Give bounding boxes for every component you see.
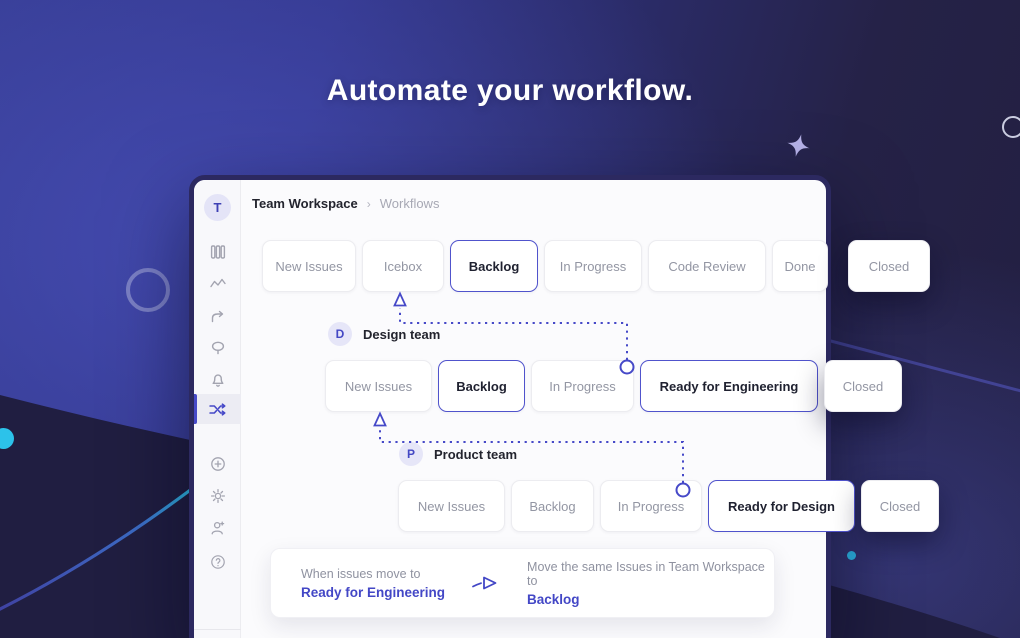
rule-action-prefix: Move the same Issues in Team Workspace t… (527, 559, 765, 588)
state-button-highlighted[interactable]: Ready for Engineering (640, 360, 818, 412)
breadcrumb: Team Workspace › Workflows (252, 196, 439, 211)
rule-trigger-prefix: When issues move to (301, 566, 421, 581)
balloon-icon[interactable] (194, 334, 241, 362)
state-button-floating[interactable]: Closed (861, 480, 939, 532)
decor-ring-edge (1002, 116, 1020, 138)
state-button[interactable]: Icebox (362, 240, 444, 292)
state-button[interactable]: In Progress (600, 480, 702, 532)
kanban-board-icon[interactable] (194, 238, 241, 266)
state-button-highlighted[interactable]: Backlog (438, 360, 525, 412)
sidebar: T (194, 180, 241, 638)
sidebar-active-indicator (194, 394, 197, 424)
decor-cyan-dot-small (847, 551, 856, 560)
automation-rule-bar[interactable]: When issues move to Ready for Engineerin… (270, 548, 775, 618)
sparkle-star-icon (787, 134, 810, 157)
page-title: Automate your workflow. (326, 74, 694, 107)
team-avatar: P (399, 442, 423, 466)
sidebar-divider (194, 629, 241, 630)
state-button-highlighted[interactable]: Backlog (450, 240, 538, 292)
rule-trigger: When issues move to Ready for Engineerin… (301, 567, 445, 600)
state-button[interactable]: Backlog (511, 480, 594, 532)
team-avatar: D (328, 322, 352, 346)
notifications-bell-icon[interactable] (194, 366, 241, 394)
app-window: T (189, 175, 939, 638)
workflow-automation-icon[interactable] (194, 395, 241, 423)
rule-trigger-value: Ready for Engineering (301, 584, 446, 600)
rule-action-value: Backlog (527, 591, 580, 607)
workflow-row-design-team: New Issues Backlog In Progress Ready for… (325, 360, 902, 412)
state-button-floating[interactable]: Closed (848, 240, 930, 292)
state-button[interactable]: In Progress (544, 240, 642, 292)
decor-ring (126, 268, 170, 312)
state-button[interactable]: Done (772, 240, 828, 292)
add-circle-icon[interactable] (194, 450, 241, 478)
breadcrumb-current[interactable]: Workflows (379, 196, 440, 211)
settings-gear-icon[interactable] (194, 482, 241, 510)
team-name: Design team (363, 326, 441, 342)
state-button[interactable]: In Progress (531, 360, 634, 412)
workflow-row-product-team: New Issues Backlog In Progress Ready for… (398, 480, 939, 532)
team-label-design: D Design team (328, 322, 440, 346)
rule-arrow-icon (472, 576, 497, 590)
invite-user-icon[interactable] (194, 514, 241, 542)
workspace-avatar[interactable]: T (204, 194, 231, 221)
activity-chart-icon[interactable] (194, 270, 241, 298)
branch-icon[interactable] (194, 302, 241, 330)
state-button-floating[interactable]: Closed (824, 360, 902, 412)
state-button[interactable]: Code Review (648, 240, 766, 292)
chevron-right-icon: › (366, 196, 371, 211)
team-label-product: P Product team (399, 442, 517, 466)
state-button[interactable]: New Issues (262, 240, 356, 292)
workflow-row-team-workspace: New Issues Icebox Backlog In Progress Co… (262, 240, 930, 292)
state-button[interactable]: New Issues (325, 360, 432, 412)
help-icon[interactable] (194, 548, 241, 576)
state-button-highlighted[interactable]: Ready for Design (708, 480, 855, 532)
rule-action: Move the same Issues in Team Workspace t… (527, 560, 774, 607)
team-name: Product team (434, 446, 518, 462)
decor-cyan-dot-large (0, 428, 14, 449)
breadcrumb-workspace[interactable]: Team Workspace (252, 196, 358, 211)
state-button[interactable]: New Issues (398, 480, 505, 532)
